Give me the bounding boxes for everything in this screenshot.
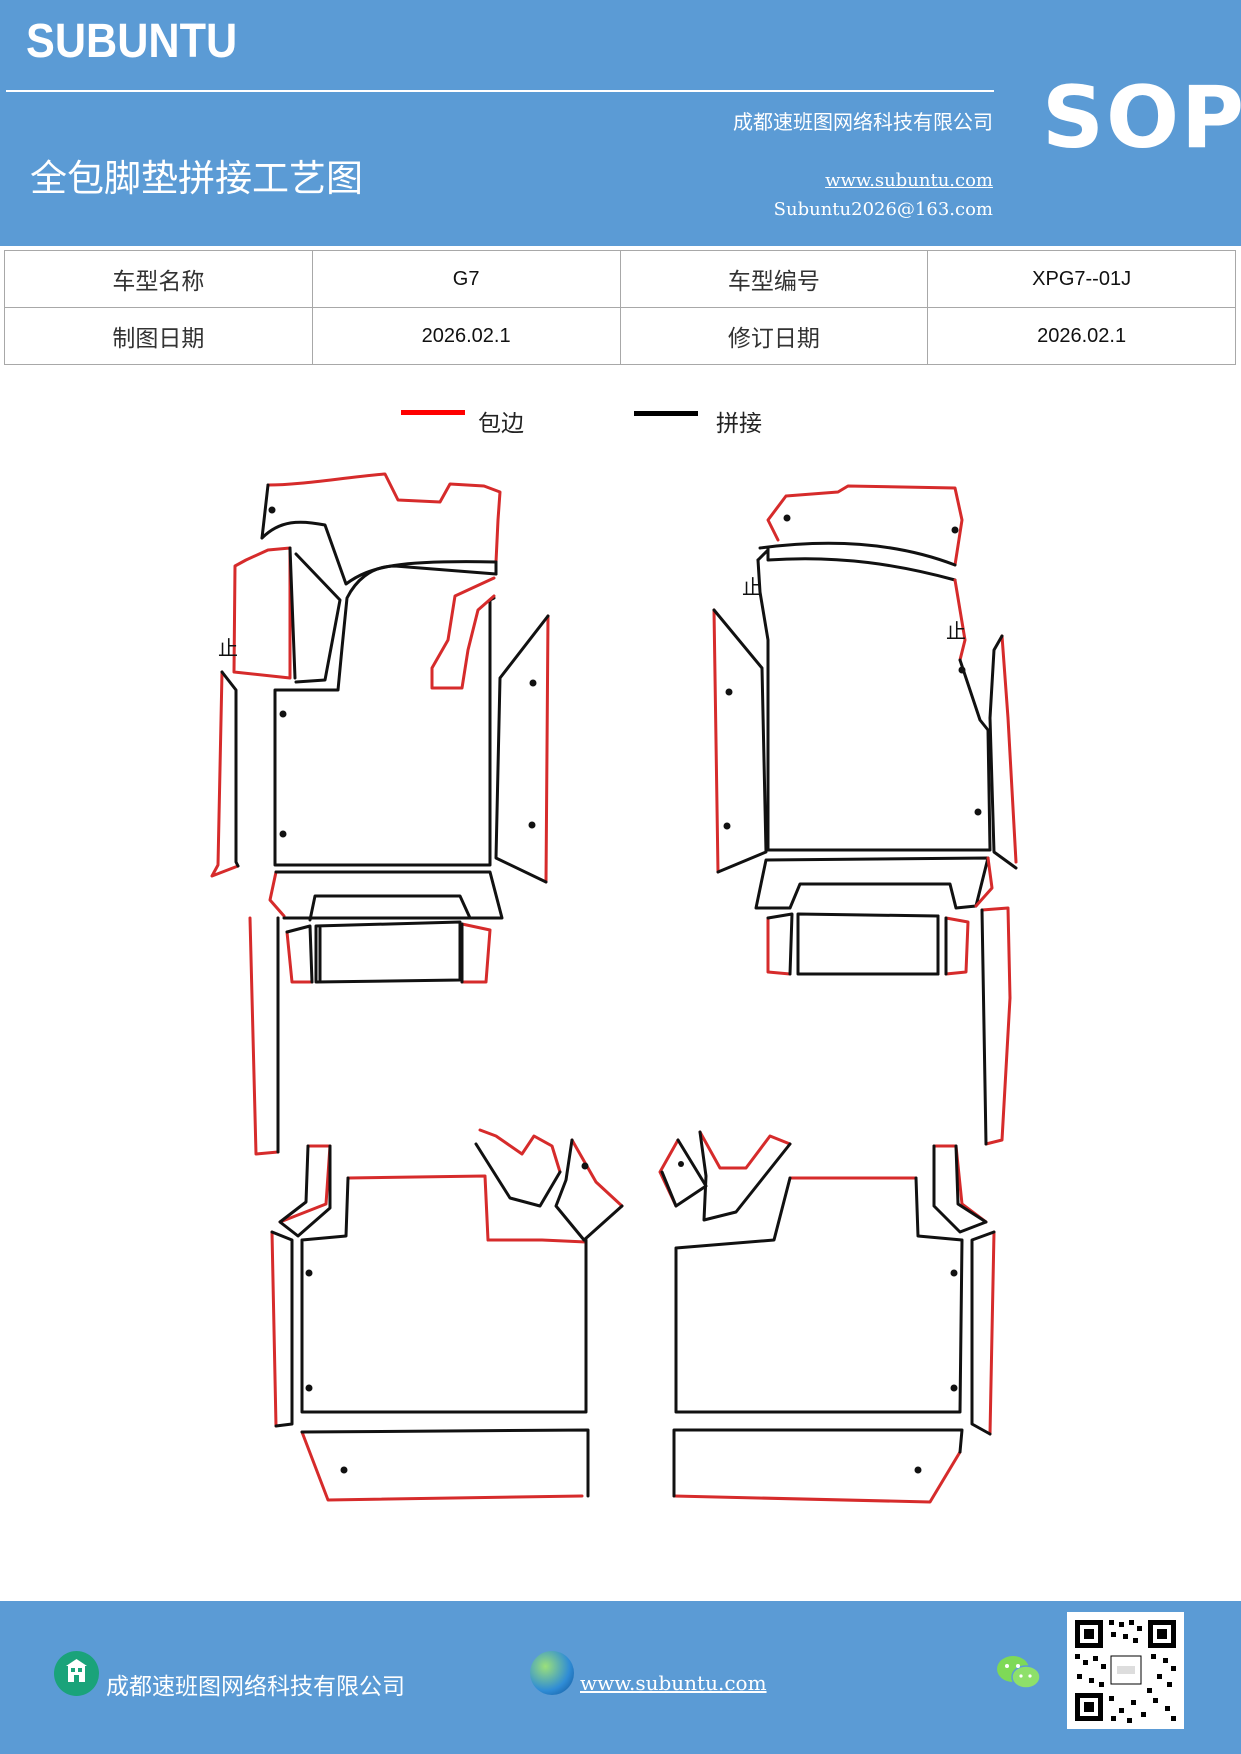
revise-date-value: 2026.02.1: [927, 307, 1236, 365]
header-divider: [6, 90, 994, 92]
footer-bar: 成都速班图网络科技有限公司 www.subuntu.com: [0, 1601, 1241, 1754]
model-code-value: XPG7--01J: [927, 250, 1236, 308]
draw-date-label: 制图日期: [4, 307, 313, 365]
draw-date-value: 2026.02.1: [311, 307, 621, 365]
sop-badge: SOP: [1042, 68, 1241, 168]
fl-top-edge: [266, 472, 502, 564]
stop-mark: 止: [742, 575, 762, 599]
stop-mark: 止: [946, 619, 966, 643]
wechat-icon[interactable]: [996, 1653, 1042, 1697]
page-title: 全包脚垫拼接工艺图: [30, 157, 363, 200]
table-row: 车型名称 G7 车型编号 XPG7--01J: [4, 250, 1236, 308]
model-code-label: 车型编号: [619, 250, 929, 308]
floor-mat-diagram: 止 止 止: [210, 472, 1018, 1504]
header-banner: SUBUNTU 成都速班图网络科技有限公司 全包脚垫拼接工艺图 www.subu…: [0, 0, 1241, 246]
footer-company: 成都速班图网络科技有限公司: [106, 1674, 405, 1700]
rear-left-mat: [270, 1128, 624, 1502]
legend-label-edge: 包边: [478, 411, 524, 437]
stop-mark: 止: [218, 636, 238, 660]
model-name-label: 车型名称: [4, 250, 313, 308]
front-left-mat: 止: [210, 472, 550, 1156]
header-website-link[interactable]: www.subuntu.com: [825, 170, 993, 191]
table-row: 制图日期 2026.02.1 修订日期 2026.02.1: [4, 307, 1236, 365]
legend-black-swatch: [634, 411, 698, 416]
legend-red-swatch: [401, 410, 465, 415]
revise-date-label: 修订日期: [619, 307, 929, 365]
legend-label-seam: 拼接: [716, 411, 762, 437]
globe-icon: [530, 1651, 574, 1695]
info-table: 车型名称 G7 车型编号 XPG7--01J 制图日期 2026.02.1 修订…: [4, 250, 1236, 365]
building-icon: [54, 1651, 99, 1696]
front-right-mat: 止 止: [712, 484, 1018, 1146]
rear-right-mat: [658, 1130, 996, 1504]
model-name-value: G7: [311, 250, 621, 308]
header-company: 成都速班图网络科技有限公司: [733, 110, 993, 134]
header-email: Subuntu2026@163.com: [773, 199, 993, 220]
qr-code: [1067, 1612, 1184, 1729]
footer-website-link[interactable]: www.subuntu.com: [580, 1671, 767, 1695]
brand-logo: SUBUNTU: [26, 15, 238, 68]
